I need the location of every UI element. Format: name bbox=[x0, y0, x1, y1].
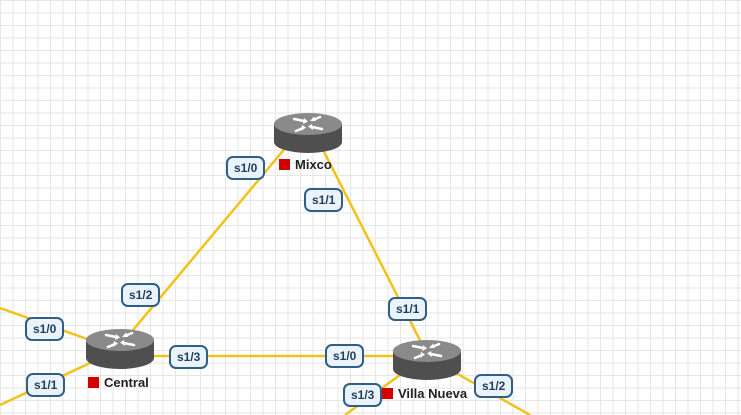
router-icon bbox=[393, 340, 461, 380]
port-label-central-s1-3[interactable]: s1/3 bbox=[169, 345, 209, 369]
node-label-central: Central bbox=[88, 375, 149, 390]
port-label-villa-nueva-s1-0[interactable]: s1/0 bbox=[325, 344, 365, 368]
router-villa-nueva[interactable] bbox=[391, 335, 463, 381]
status-stopped-icon bbox=[382, 388, 393, 399]
link-mixco-villa-nueva[interactable] bbox=[316, 139, 430, 357]
port-label-central-s1-2[interactable]: s1/2 bbox=[121, 283, 161, 307]
router-mixco[interactable] bbox=[272, 108, 344, 154]
port-label-mixco-s1-1[interactable]: s1/1 bbox=[304, 188, 344, 212]
router-central[interactable] bbox=[84, 324, 156, 370]
status-stopped-icon bbox=[88, 377, 99, 388]
router-icon bbox=[274, 113, 342, 153]
port-label-villa-nueva-s1-3[interactable]: s1/3 bbox=[343, 383, 383, 407]
port-label-villa-nueva-s1-2[interactable]: s1/2 bbox=[474, 374, 514, 398]
node-label-mixco: Mixco bbox=[279, 157, 332, 172]
node-name: Mixco bbox=[295, 157, 332, 172]
status-stopped-icon bbox=[279, 159, 290, 170]
port-label-mixco-s1-0[interactable]: s1/0 bbox=[226, 156, 266, 180]
link-mixco-central[interactable] bbox=[117, 139, 293, 349]
node-name: Central bbox=[104, 375, 149, 390]
router-icon bbox=[86, 329, 154, 369]
port-label-left-s1-1[interactable]: s1/1 bbox=[26, 373, 66, 397]
port-label-villa-nueva-s1-1[interactable]: s1/1 bbox=[388, 297, 428, 321]
node-label-villa-nueva: Villa Nueva bbox=[382, 386, 467, 401]
node-name: Villa Nueva bbox=[398, 386, 468, 401]
port-label-left-s1-0[interactable]: s1/0 bbox=[25, 317, 65, 341]
